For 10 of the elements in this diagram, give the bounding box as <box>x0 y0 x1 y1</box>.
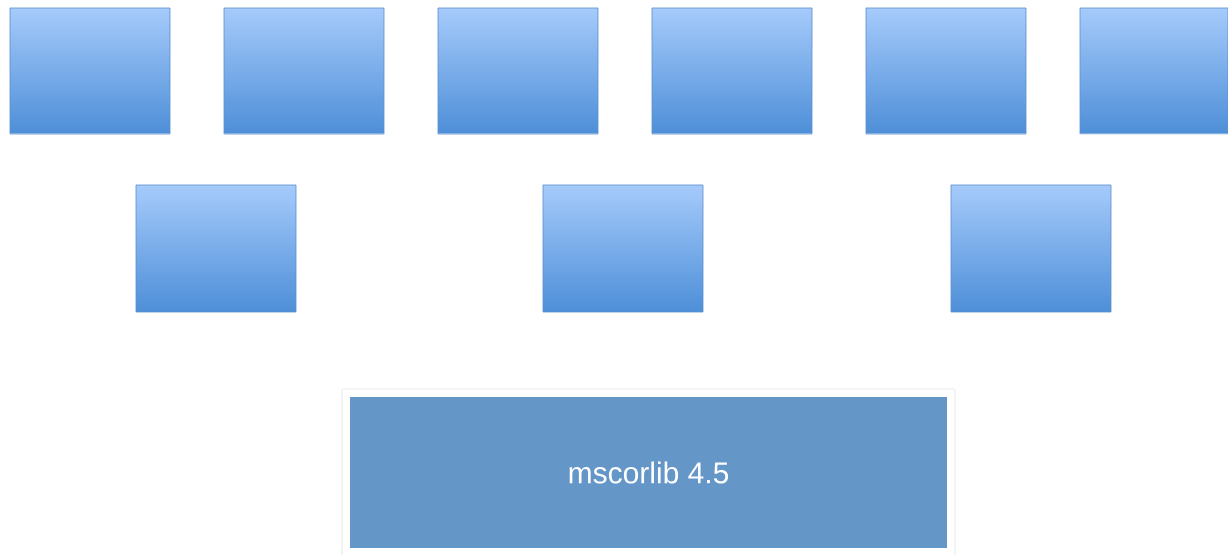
empty-box <box>9 7 171 135</box>
empty-box <box>950 184 1112 313</box>
empty-box <box>542 184 704 313</box>
empty-box <box>865 7 1027 135</box>
label-box: mscorlib 4.5 <box>341 388 956 555</box>
empty-box <box>1079 7 1228 135</box>
empty-box <box>651 7 813 135</box>
empty-box <box>223 7 385 135</box>
empty-box <box>135 184 297 313</box>
empty-box <box>437 7 599 135</box>
